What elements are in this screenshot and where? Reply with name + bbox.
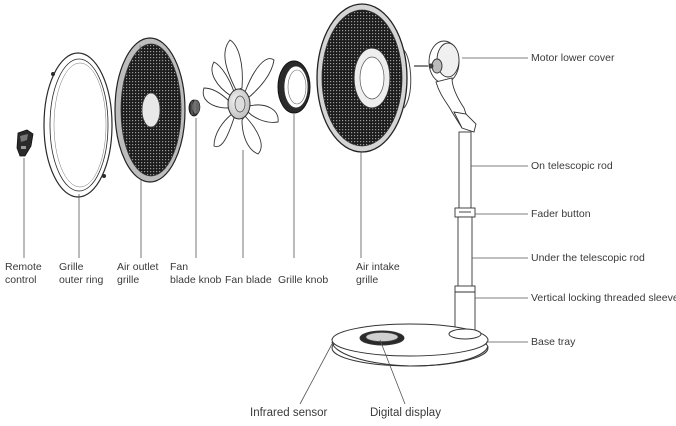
label-grille-outer-ring-line1: Grille [59,261,84,273]
label-fan-blade: Fan blade [225,274,272,286]
label-air-outlet-grille-line1: Air outlet [117,261,159,273]
locking-sleeve-part [454,285,476,333]
label-air-outlet-grille: Air outlet grille [117,261,158,287]
stand-lower-rod-part [457,216,473,288]
leader-lines [23,57,528,405]
label-fan-blade-knob-line1: Fan [170,261,189,273]
base-tray-part [331,323,489,367]
label-remote-control-line2: control [5,274,37,286]
label-remote-control-line1: Remote [5,261,42,273]
air-intake-grille-part [316,3,412,153]
label-air-intake-grille-line1: Air intake [356,261,400,273]
fan-blade-knob-part [188,99,201,117]
label-infrared-sensor: Infrared sensor [250,407,328,419]
label-fan-blade-knob-line2: blade knob [170,274,222,286]
label-digital-display: Digital display [370,407,441,419]
label-grille-outer-ring: Grille outer ring [59,261,103,287]
motor-lower-cover-part [414,40,477,133]
label-on-telescopic-rod: On telescopic rod [531,160,613,172]
label-grille-outer-ring-line2: outer ring [59,274,104,286]
label-under-telescopic-rod: Under the telescopic rod [531,252,645,264]
label-motor-lower-cover: Motor lower cover [531,52,615,64]
grille-knob-part [277,60,311,114]
label-air-intake-grille-line2: grille [356,274,379,286]
label-vertical-locking-sleeve: Vertical locking threaded sleeve [531,292,676,304]
label-fader-button: Fader button [531,208,591,220]
remote-control-part [16,129,34,157]
label-air-outlet-grille-line2: grille [117,274,140,286]
fan-blade-part [202,39,279,155]
label-base-tray: Base tray [531,336,576,348]
label-grille-knob: Grille knob [278,274,329,286]
label-fan-blade-knob: Fan blade knob [170,261,221,287]
label-remote-control: Remote control [5,261,42,287]
label-air-intake-grille: Air intake grille [356,261,400,287]
stand-upper-rod-part [454,131,476,218]
air-outlet-grille-part [114,37,186,183]
grille-outer-ring-part [43,52,113,198]
